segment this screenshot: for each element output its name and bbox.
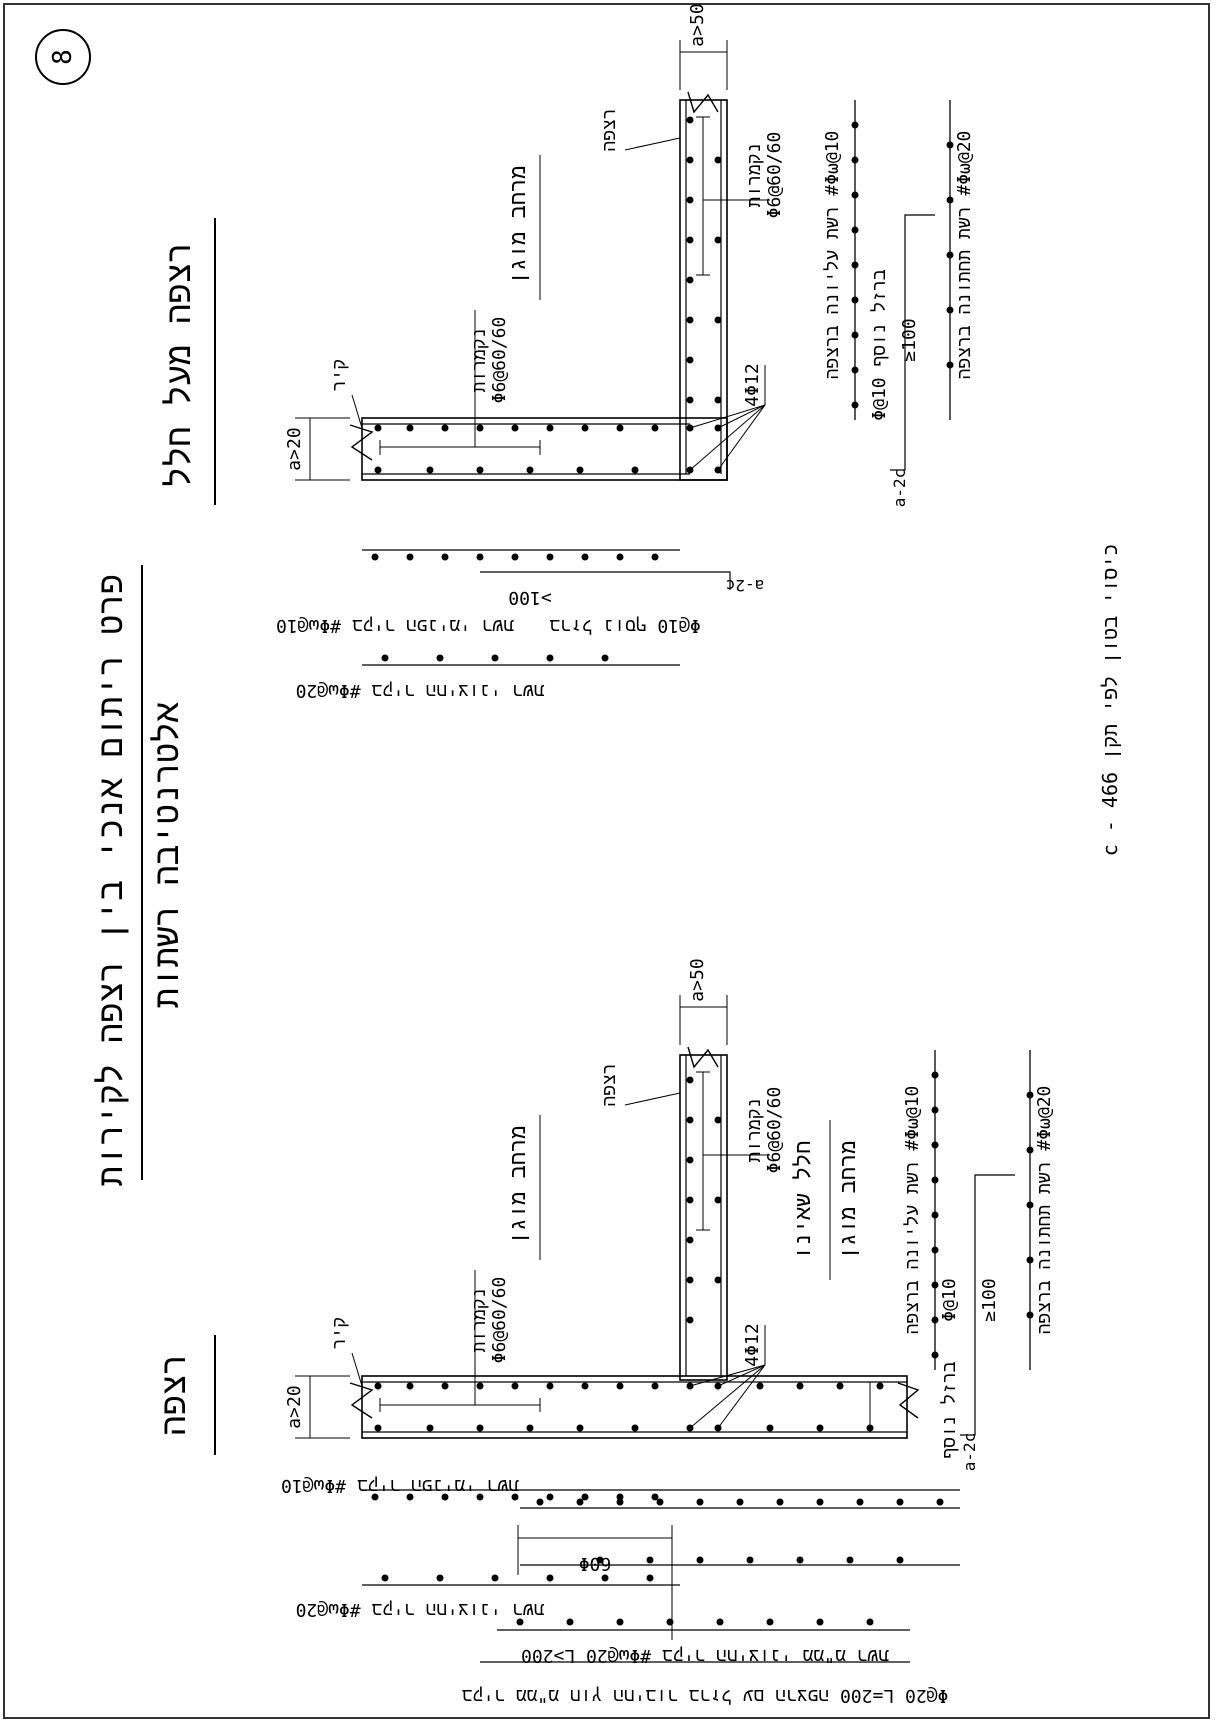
upper-wall-extra-bar: Φ@10 ברזל נוסף xyxy=(549,615,701,636)
upper-extra-bar: Φ@10 ברזל נוסף xyxy=(869,269,890,421)
lower-zone-label-right-2: מרחב מוגן xyxy=(836,1141,861,1260)
upper-cover-note: a-2c xyxy=(890,469,909,508)
upper-wall-label: קיר xyxy=(329,359,350,391)
upper-wall-inner-mesh: בקיר הפנימי רשת #Φω@10 xyxy=(276,615,514,636)
upper-detail: 4Φ12 a>20 קיר a>50 רצפה מרחב מוגן נקמרות… xyxy=(276,3,975,701)
detail-number: 8 xyxy=(48,49,78,65)
drawing-frame xyxy=(3,3,1210,1719)
lower-lap-length: ≥100 xyxy=(979,1278,1000,1321)
detail-number-badge: 8 xyxy=(35,29,91,85)
lower-wall-inner-mesh: בקיר הפנימי רשת #Φω@10 xyxy=(281,1475,519,1496)
lower-outer-wall-mesh-note: בקיר החיצוני ממ"מ רשת #Φω@20 L>200 xyxy=(521,1645,889,1666)
upper-view-heading: רצפה מעל חלל xyxy=(159,243,199,488)
upper-wall-outer-mesh: בקיר החיצוני רשת #Φω@20 xyxy=(296,680,545,701)
lower-floor-bottom-mesh: רשת תחתונה ברצפה #Φω@20 xyxy=(1034,1086,1055,1335)
lower-bottom-note: Φ@20 L=200 בקיר ממ"מ חוץ החיבור ברזל עם … xyxy=(461,1685,948,1706)
lower-floor-dim: a>50 xyxy=(687,958,708,1001)
upper-floor-label: רצפה xyxy=(599,108,620,151)
upper-hooks-1-spec: Φ6@60/60 xyxy=(489,317,510,404)
upper-wall-cover: a-2c xyxy=(726,576,765,595)
upper-lap-length: ≥100 xyxy=(899,318,920,361)
upper-zone-label: מרחב מוגן xyxy=(506,166,531,285)
footnote: c - כיסוי בטון לפי תקן 466 xyxy=(1098,544,1122,857)
lower-hooks-1: נקמרות xyxy=(469,1288,490,1353)
upper-wall-lap: >100 xyxy=(508,587,551,608)
lower-extra-bar-prefix: ברזל נוסף xyxy=(939,1361,960,1458)
lower-wall-label: קיר xyxy=(329,1317,350,1349)
upper-floor-dim: a>50 xyxy=(687,3,708,46)
lower-wall-dim: a>20 xyxy=(284,1385,305,1428)
lower-zone-label-right-1: חלל שאינו xyxy=(791,1141,816,1260)
title-line2: אלטרנטיבה רשתות xyxy=(147,701,187,1008)
lower-floor-label: רצפה xyxy=(599,1063,620,1106)
upper-floor-bottom-mesh: רשת תחתונה ברצפה #Φω@20 xyxy=(954,131,975,380)
upper-hooks-1: נקמרות xyxy=(469,328,490,393)
lower-detail: 4Φ12 a>20 קיר a>50 רצפה מרחב מוגן חלל שא… xyxy=(281,958,1055,1706)
title-block: פרט ריתום אנכי בין רצפה לקירות אלטרנטיבה… xyxy=(91,565,187,1186)
lower-wall xyxy=(361,1375,908,1439)
upper-hooks-2-spec: Φ6@60/60 xyxy=(764,132,785,219)
lower-hooks-1-spec: Φ6@60/60 xyxy=(489,1277,510,1364)
lower-extra-bar: Φ@10 xyxy=(939,1278,960,1321)
lower-dim-60: 60Φ xyxy=(579,1553,612,1574)
lower-wall-outer-mesh: בקיר החיצוני רשת #Φω@20 xyxy=(296,1599,545,1620)
lower-hooks-2: נקמרות xyxy=(744,1098,765,1163)
upper-corner-bars: 4Φ12 xyxy=(742,363,763,406)
lower-hooks-2-spec: Φ6@60/60 xyxy=(764,1087,785,1174)
title-line1: פרט ריתום אנכי בין רצפה לקירות xyxy=(91,574,131,1186)
upper-wall xyxy=(361,417,728,481)
upper-hooks-2: נקמרות xyxy=(744,143,765,208)
upper-wall-dim: a>20 xyxy=(284,427,305,470)
lower-view-heading: רצפה xyxy=(154,1354,194,1436)
upper-floor-top-mesh: רשת עליונה ברצפה #Φω@10 xyxy=(822,131,843,380)
lower-zone-label: מרחב מוגן xyxy=(506,1126,531,1245)
lower-corner-bars: 4Φ12 xyxy=(742,1323,763,1366)
lower-cover-note: a-2c xyxy=(960,1433,979,1472)
lower-floor-top-mesh: רשת עליונה ברצפה #Φω@10 xyxy=(902,1086,923,1335)
